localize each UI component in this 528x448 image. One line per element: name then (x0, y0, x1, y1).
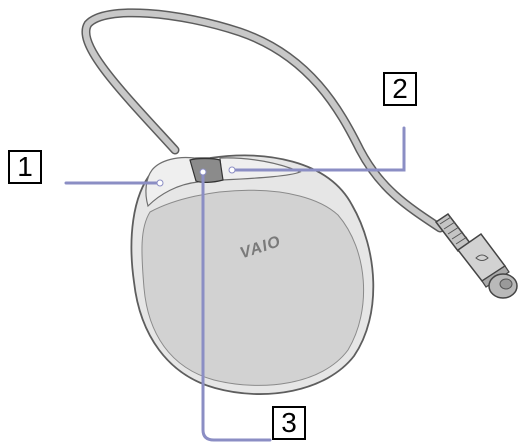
mouse-body (130, 154, 375, 395)
scroll-wheel (189, 157, 224, 183)
leader-line-3 (201, 170, 272, 442)
callout-1: 1 (8, 150, 42, 184)
callout-2: 2 (383, 72, 417, 106)
ps2-connector (434, 212, 518, 299)
left-button (145, 156, 199, 208)
callout-3: 3 (272, 406, 306, 440)
leader-line-2 (230, 126, 406, 172)
